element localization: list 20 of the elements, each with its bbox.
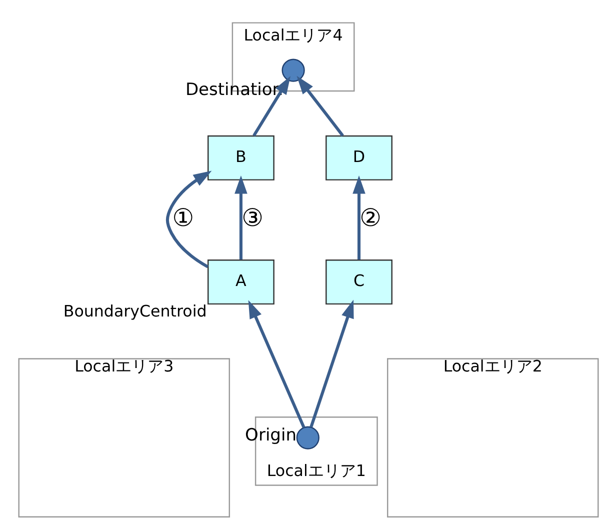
node-box: Localエリア3 <box>18 358 230 518</box>
node-box: C <box>325 260 392 305</box>
edge-label: ① <box>172 203 194 232</box>
node-circle <box>281 58 304 82</box>
arrow <box>296 76 344 137</box>
edge-label: ② <box>359 203 381 232</box>
arrow <box>352 175 365 260</box>
node-circle <box>296 426 319 450</box>
node-box: Localエリア2 <box>386 358 598 518</box>
edge-label: ③ <box>241 203 263 232</box>
node-label: BoundaryCentroid <box>62 302 206 321</box>
node-box: D <box>325 135 392 180</box>
arrow <box>248 300 305 428</box>
node-box: A <box>207 260 274 305</box>
arrow <box>165 170 212 268</box>
arrow <box>234 175 247 260</box>
arrow <box>252 76 290 136</box>
arrow <box>309 300 354 428</box>
node-label: Origin <box>244 425 296 446</box>
node-box: B <box>207 135 274 180</box>
